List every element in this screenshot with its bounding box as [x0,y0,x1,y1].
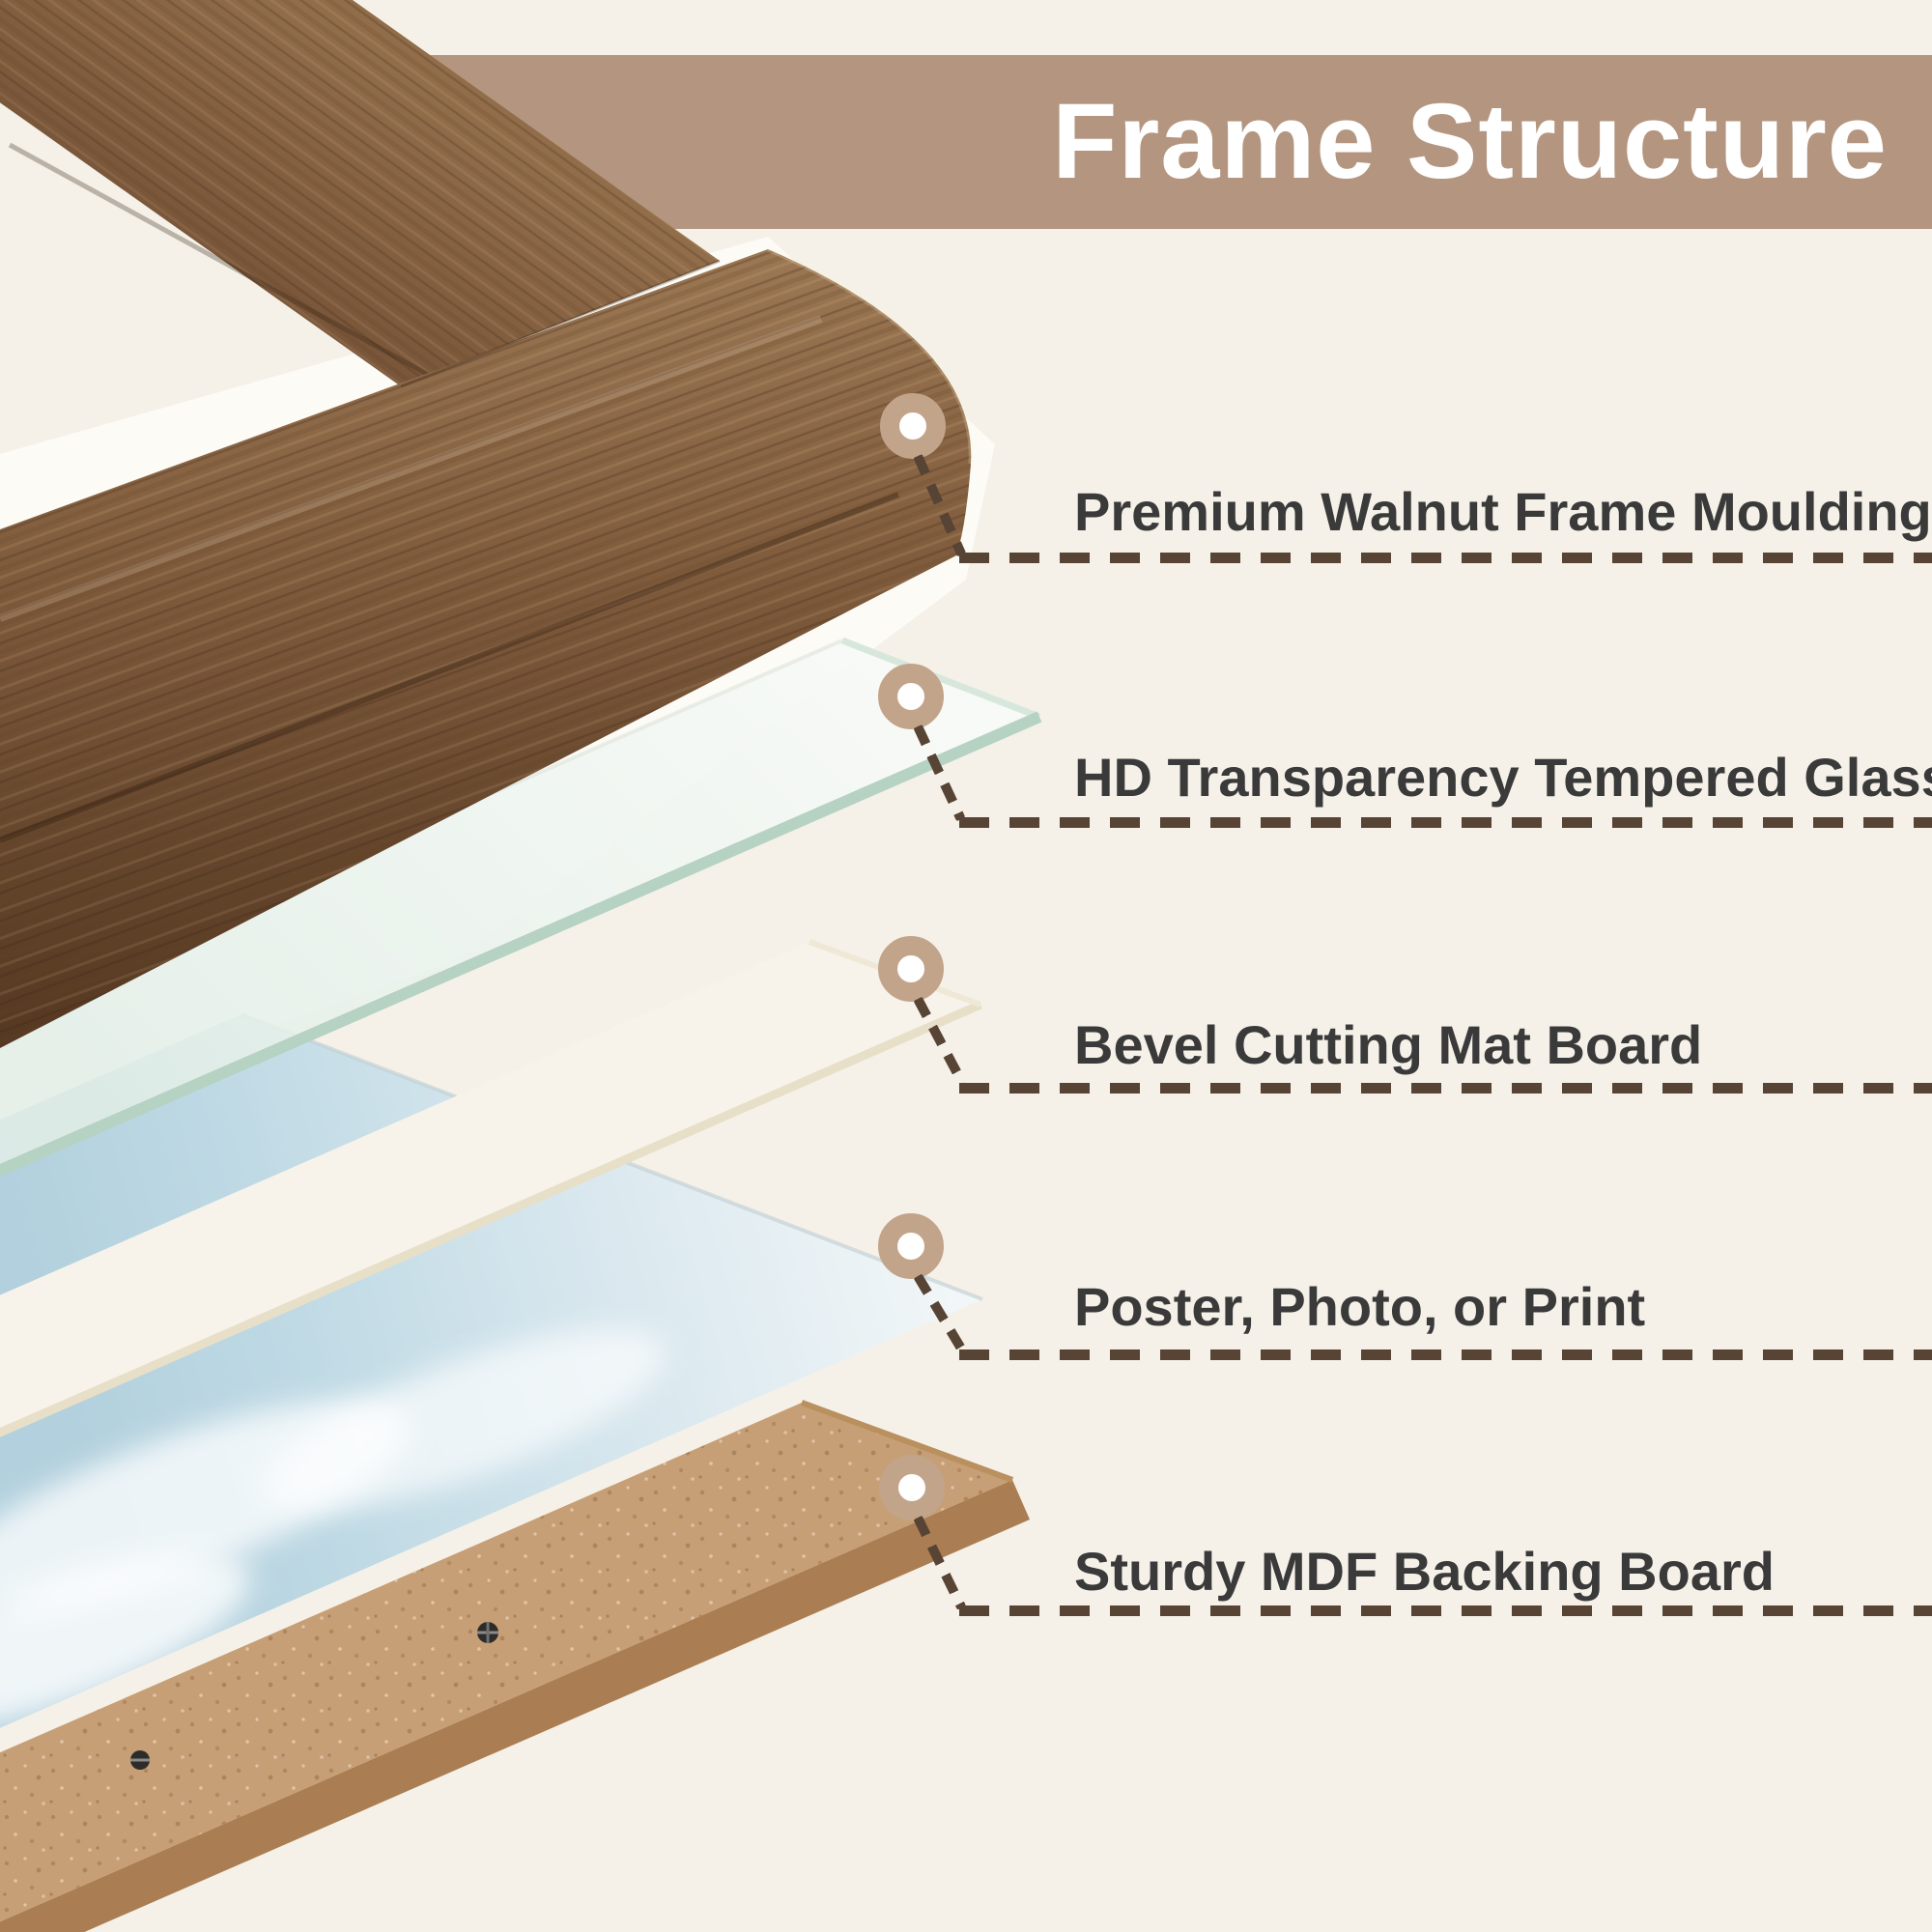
callout-dashed-line [959,1083,1932,1094]
callout-pin-icon [878,936,944,1002]
callout-label-frame-moulding: Premium Walnut Frame Moulding [1074,481,1932,542]
callout-label-poster: Poster, Photo, or Print [1074,1276,1646,1337]
screw-icon [477,1622,498,1643]
callout-pin-icon [878,664,944,729]
screw-icon [130,1750,150,1770]
mdf-board-layer [0,1400,1030,1932]
callout-dashed-line [959,817,1932,828]
callout-label-mat-board: Bevel Cutting Mat Board [1074,1014,1703,1075]
callout-pin-icon [880,393,946,459]
callout-dashed-line [959,553,1932,563]
callout-pin-icon [878,1213,944,1279]
callout-label-mdf-board: Sturdy MDF Backing Board [1074,1541,1775,1602]
callout-dashed-line [959,1605,1932,1616]
page-title: Frame Structure [1052,82,1888,201]
callout-pin-icon [879,1455,945,1520]
callout-label-tempered-glass: HD Transparency Tempered Glass [1074,747,1932,808]
callout-dashed-line [959,1350,1932,1360]
walnut-frame-layer [0,0,974,1048]
